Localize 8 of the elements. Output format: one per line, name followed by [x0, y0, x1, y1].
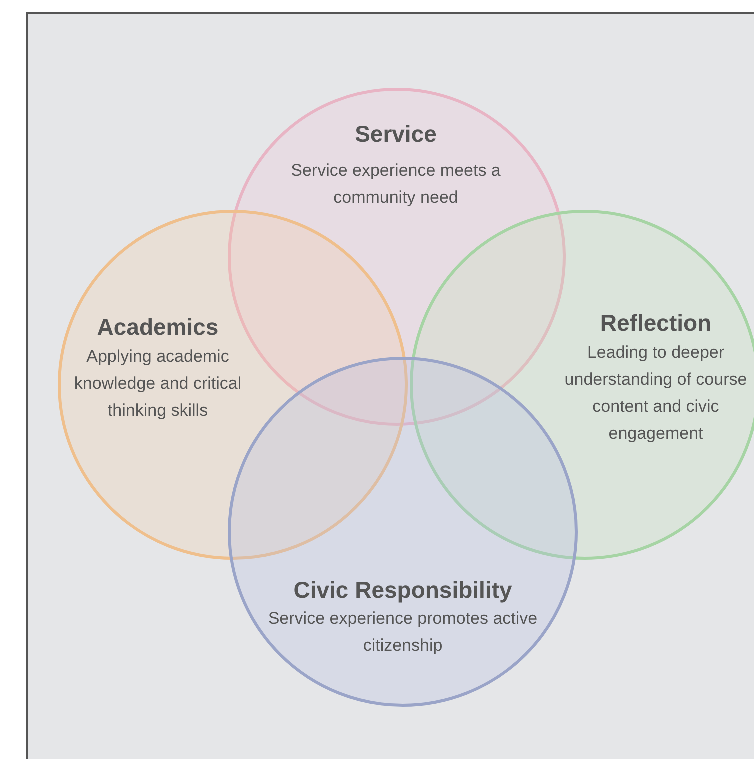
circle-description: Service experience promotes active citizenship	[267, 608, 539, 657]
circle-description: Leading to deeper understanding of course content and civic engagement	[564, 342, 748, 445]
circle-description: Applying academic knowledge and critical thinking skills	[73, 346, 243, 422]
circle-title: Academics	[97, 313, 219, 341]
circle-title: Civic Responsibility	[294, 576, 512, 604]
circle-title: Reflection	[600, 309, 712, 337]
circle-title: Service	[355, 120, 437, 148]
circle-description: Service experience meets a community need	[290, 160, 502, 209]
